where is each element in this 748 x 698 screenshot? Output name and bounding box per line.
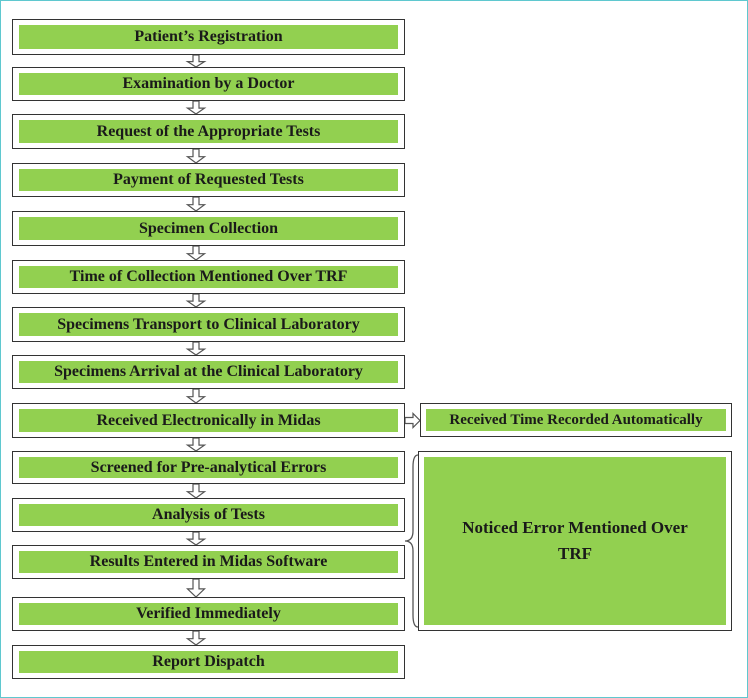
step-results-entered: Results Entered in Midas Software bbox=[12, 545, 405, 579]
down-arrow-icon bbox=[185, 54, 207, 68]
down-arrow-icon bbox=[185, 388, 207, 404]
step-screened-errors: Screened for Pre-analytical Errors bbox=[12, 451, 405, 484]
down-arrow-icon bbox=[185, 483, 207, 499]
down-arrow-icon bbox=[185, 630, 207, 646]
noticed-error-label-line1: Noticed Error Mentioned Over bbox=[462, 518, 688, 537]
step-analysis-tests: Analysis of Tests bbox=[12, 498, 405, 532]
step-received-electronically: Received Electronically in Midas bbox=[12, 403, 405, 438]
step-specimen-collection: Specimen Collection bbox=[12, 211, 405, 246]
step-label: Verified Immediately bbox=[136, 605, 281, 622]
down-arrow-icon bbox=[185, 293, 207, 308]
step-label: Results Entered in Midas Software bbox=[89, 553, 328, 570]
received-time-label: Received Time Recorded Automatically bbox=[449, 411, 703, 428]
down-arrow-icon bbox=[185, 245, 207, 261]
noticed-error-label-line2: TRF bbox=[558, 544, 592, 563]
step-label: Received Electronically in Midas bbox=[96, 411, 321, 429]
step-verified: Verified Immediately bbox=[12, 597, 405, 631]
right-arrow-icon bbox=[404, 412, 421, 429]
step-label: Examination by a Doctor bbox=[122, 75, 295, 92]
step-label: Time of Collection Mentioned Over TRF bbox=[69, 268, 348, 285]
step-specimen-arrival: Specimens Arrival at the Clinical Labora… bbox=[12, 355, 405, 389]
step-request-tests: Request of the Appropriate Tests bbox=[12, 114, 405, 149]
step-label: Specimen Collection bbox=[138, 219, 279, 237]
down-arrow-icon bbox=[185, 100, 207, 115]
step-payment: Payment of Requested Tests bbox=[12, 163, 405, 197]
down-arrow-icon bbox=[185, 531, 207, 546]
down-arrow-icon bbox=[185, 341, 207, 356]
down-arrow-icon bbox=[185, 196, 207, 212]
down-arrow-icon bbox=[186, 578, 206, 598]
down-arrow-icon bbox=[185, 437, 207, 452]
step-patient-registration: Patient’s Registration bbox=[12, 19, 405, 55]
step-label: Patient’s Registration bbox=[134, 28, 283, 45]
step-label: Screened for Pre-analytical Errors bbox=[90, 458, 327, 476]
step-label: Report Dispatch bbox=[152, 653, 265, 670]
down-arrow-icon bbox=[185, 148, 207, 164]
noticed-error-box: Noticed Error Mentioned Over TRF bbox=[418, 451, 732, 631]
received-time-box: Received Time Recorded Automatically bbox=[420, 403, 732, 437]
step-examination-doctor: Examination by a Doctor bbox=[12, 67, 405, 101]
step-specimen-transport: Specimens Transport to Clinical Laborato… bbox=[12, 307, 405, 342]
step-label: Payment of Requested Tests bbox=[113, 171, 304, 188]
step-report-dispatch: Report Dispatch bbox=[12, 645, 405, 679]
curly-brace-icon bbox=[404, 454, 419, 628]
step-label: Request of the Appropriate Tests bbox=[96, 122, 321, 140]
step-label: Analysis of Tests bbox=[152, 506, 265, 523]
step-label: Specimens Transport to Clinical Laborato… bbox=[57, 315, 360, 333]
step-time-of-collection: Time of Collection Mentioned Over TRF bbox=[12, 260, 405, 294]
step-label: Specimens Arrival at the Clinical Labora… bbox=[54, 363, 363, 380]
